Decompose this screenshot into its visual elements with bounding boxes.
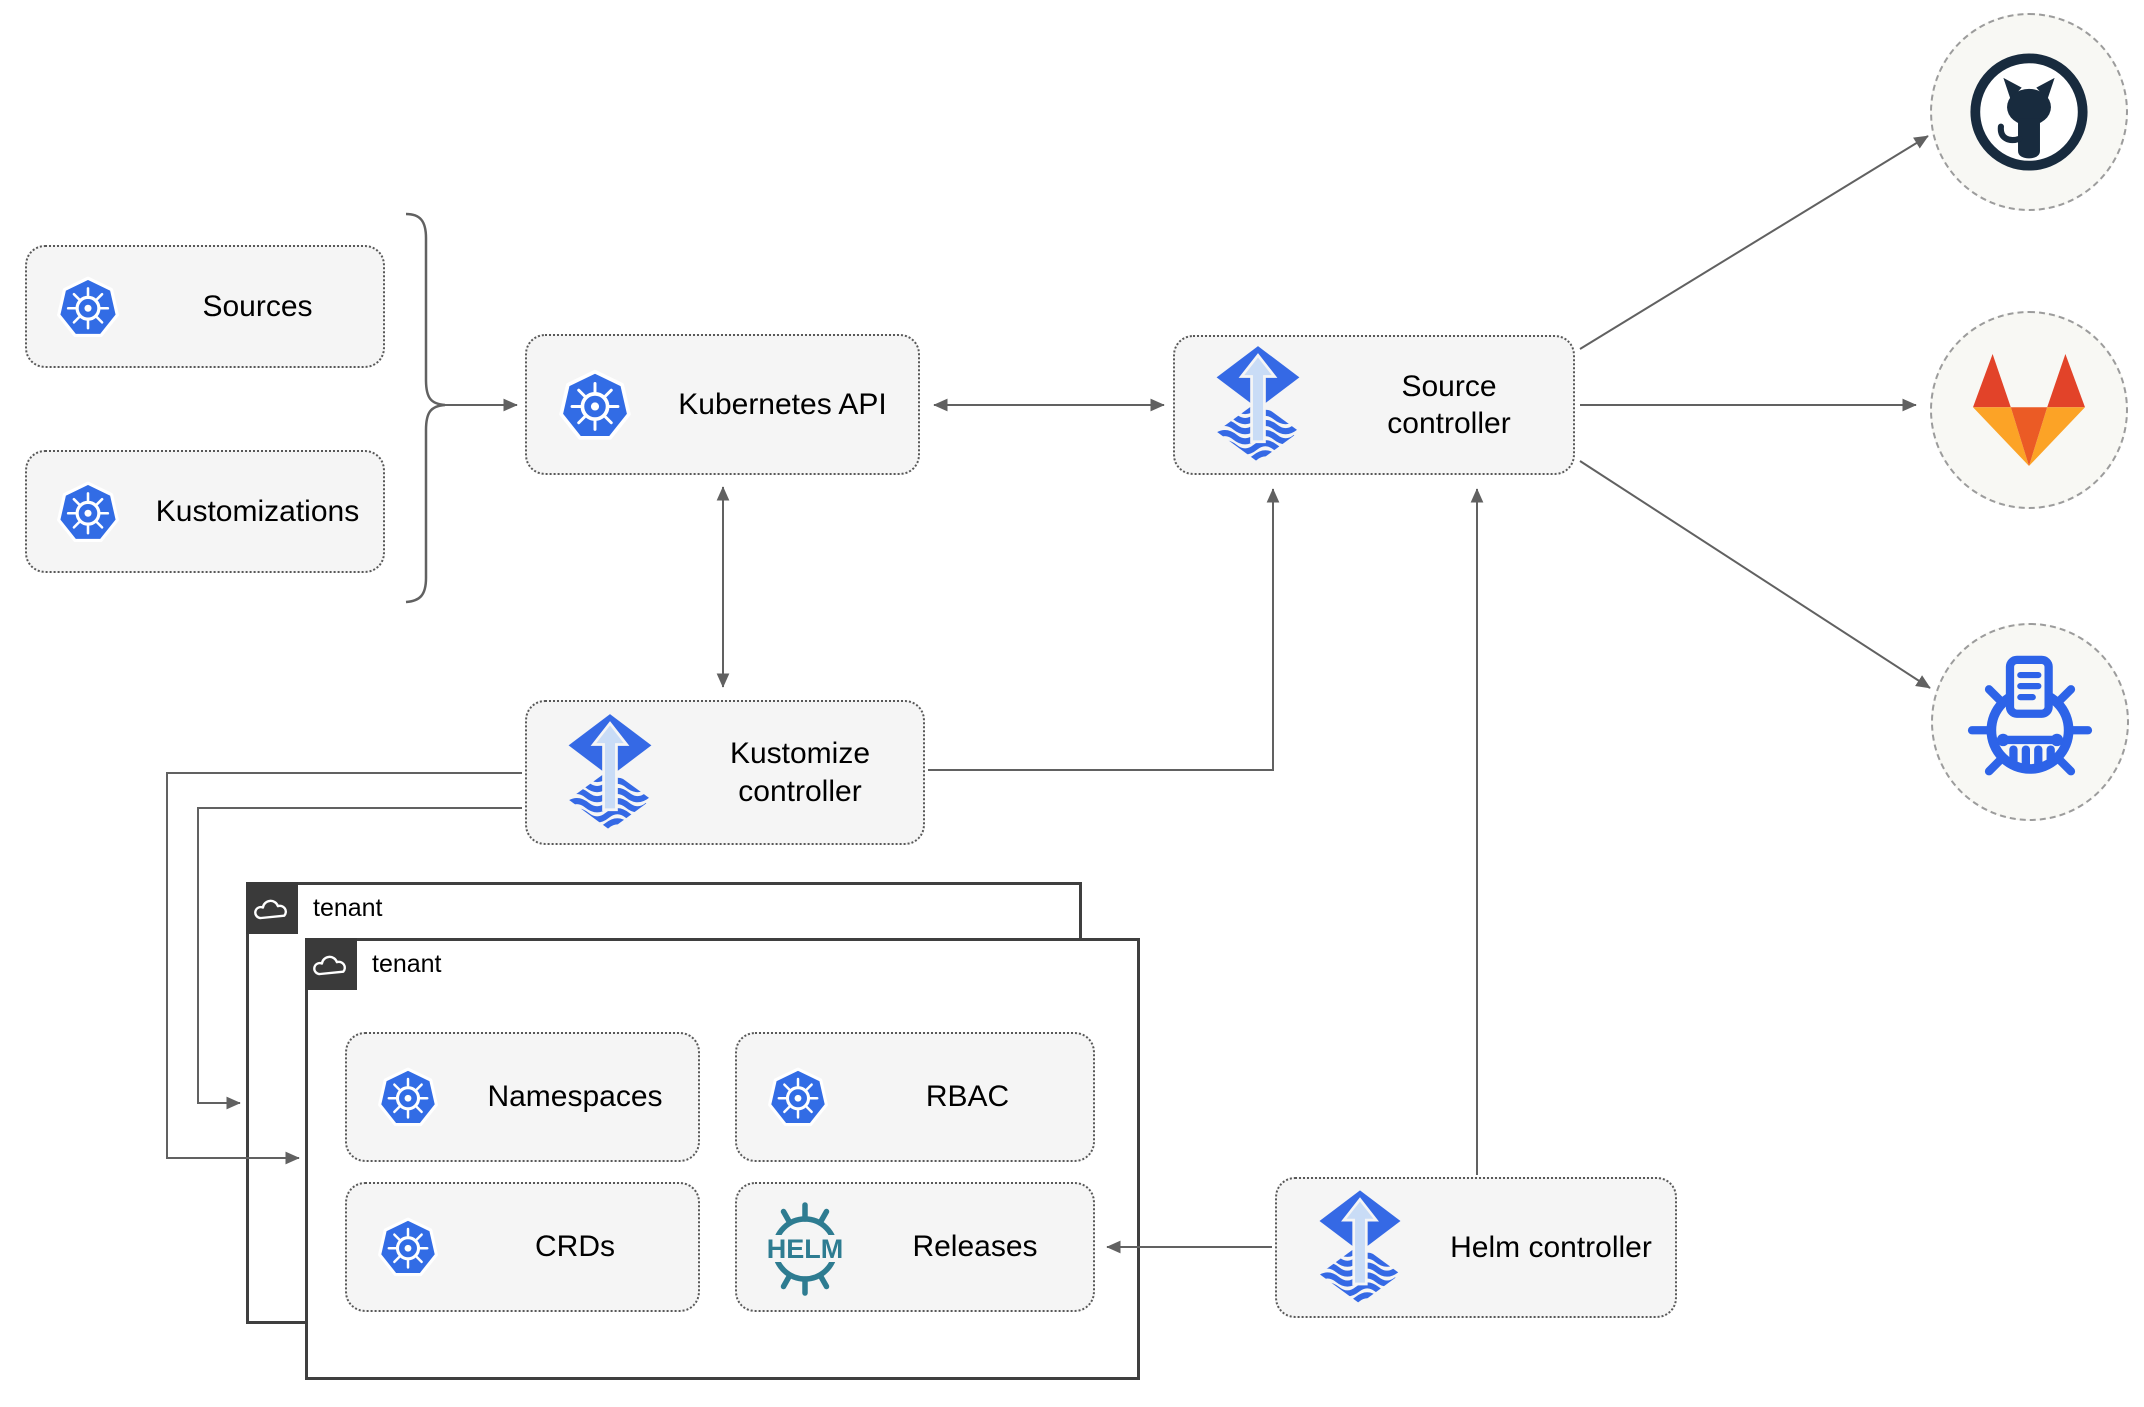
- node-sources-label: Sources: [202, 289, 313, 323]
- gitlab-icon: [1973, 354, 2085, 466]
- node-rbac-label: RBAC: [925, 1080, 1010, 1114]
- tenant-inner-tab: [305, 938, 357, 990]
- flux-icon: [535, 714, 685, 832]
- tenant-outer-label: tenant: [313, 894, 383, 922]
- kubernetes-icon: [535, 368, 655, 442]
- node-kustomizations: Kustomizations: [25, 450, 385, 573]
- helm-wordmark: HELM: [767, 1234, 844, 1264]
- node-kustomizations-label: Kustomizations: [155, 494, 360, 528]
- kubernetes-icon: [35, 480, 140, 544]
- node-kubernetes-api: Kubernetes API: [525, 334, 920, 475]
- node-crds-label: CRDs: [535, 1230, 615, 1264]
- connector-source-to-chartmuseum: [1579, 460, 1931, 689]
- flux-icon: [1285, 1190, 1435, 1306]
- node-kubernetes-api-label: Kubernetes API: [678, 387, 887, 421]
- chartmuseum-icon: [1961, 653, 2099, 791]
- node-kustomize-controller: Kustomize controller: [525, 700, 925, 845]
- github-icon: [1968, 51, 2090, 173]
- node-source-controller: Source controller: [1173, 335, 1575, 475]
- external-github: [1930, 13, 2128, 211]
- node-sources: Sources: [25, 245, 385, 368]
- node-namespaces: Namespaces: [345, 1032, 700, 1162]
- node-helm-controller: Helm controller: [1275, 1177, 1677, 1318]
- node-crds: CRDs: [345, 1182, 700, 1312]
- kubernetes-icon: [355, 1066, 460, 1128]
- helm-icon: HELM: [745, 1197, 865, 1297]
- connector-bracket: [405, 212, 446, 604]
- kubernetes-icon: [35, 275, 140, 339]
- flux-icon: [1183, 346, 1333, 464]
- connector-kustomize-to-source-controller: [928, 488, 1280, 771]
- node-source-controller-label: Source controller: [1387, 369, 1511, 441]
- cloud-icon: [254, 899, 288, 920]
- node-kustomize-controller-label: Kustomize controller: [729, 737, 871, 808]
- connector-source-to-github: [1579, 135, 1929, 350]
- external-gitlab: [1930, 311, 2128, 509]
- tenant-outer-tab: [246, 882, 298, 934]
- node-rbac: RBAC: [735, 1032, 1095, 1162]
- node-releases: HELM Releases: [735, 1182, 1095, 1312]
- cloud-icon: [313, 955, 347, 976]
- node-releases-label: Releases: [912, 1230, 1038, 1264]
- external-chartmuseum: [1931, 623, 2129, 821]
- node-namespaces-label: Namespaces: [487, 1080, 663, 1114]
- tenant-inner-label: tenant: [372, 950, 442, 978]
- node-helm-controller-label: Helm controller: [1450, 1230, 1652, 1264]
- kubernetes-icon: [355, 1216, 460, 1278]
- kubernetes-icon: [745, 1066, 850, 1128]
